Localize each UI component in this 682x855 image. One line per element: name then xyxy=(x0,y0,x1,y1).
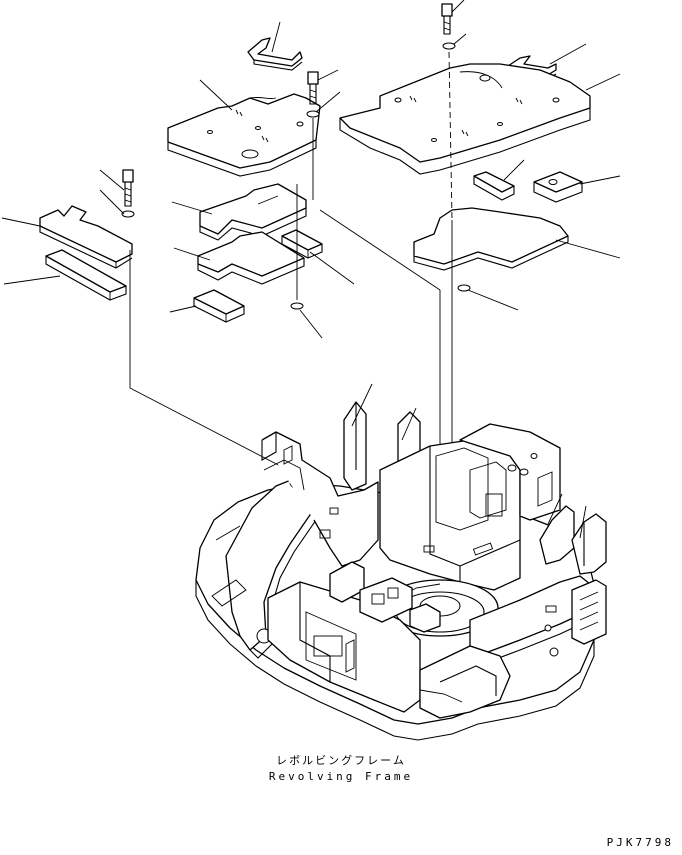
right-small-bar xyxy=(473,171,515,201)
clip-top-middle xyxy=(247,37,303,71)
right-bolt xyxy=(441,3,453,35)
right-cover-plate xyxy=(339,63,591,175)
right-washer xyxy=(442,42,456,50)
revolving-frame xyxy=(195,401,607,741)
middle-spacer-upper xyxy=(199,183,307,241)
middle-lower-washer xyxy=(290,302,304,310)
left-bracket xyxy=(39,205,133,269)
middle-spacer-block xyxy=(281,229,323,259)
drawing-code: PJK7798 xyxy=(606,836,674,849)
left-spacer-bar xyxy=(45,249,127,301)
middle-washer xyxy=(306,110,320,118)
middle-cover-plate xyxy=(167,93,321,177)
right-hole-block xyxy=(533,171,583,203)
middle-spacer-lower xyxy=(197,231,305,285)
center-line-middle-c xyxy=(319,209,441,460)
center-line-right-hidden xyxy=(448,51,453,221)
middle-small-block xyxy=(193,289,245,323)
right-lower-washer xyxy=(457,284,471,292)
right-spacer-plate xyxy=(413,207,569,271)
left-bolt xyxy=(122,169,134,207)
center-line-left xyxy=(129,250,289,471)
middle-bolt xyxy=(307,71,319,105)
caption-english: Revolving Frame xyxy=(268,770,414,783)
left-washer xyxy=(121,210,135,218)
caption-japanese: レボルビングフレーム xyxy=(276,754,406,767)
